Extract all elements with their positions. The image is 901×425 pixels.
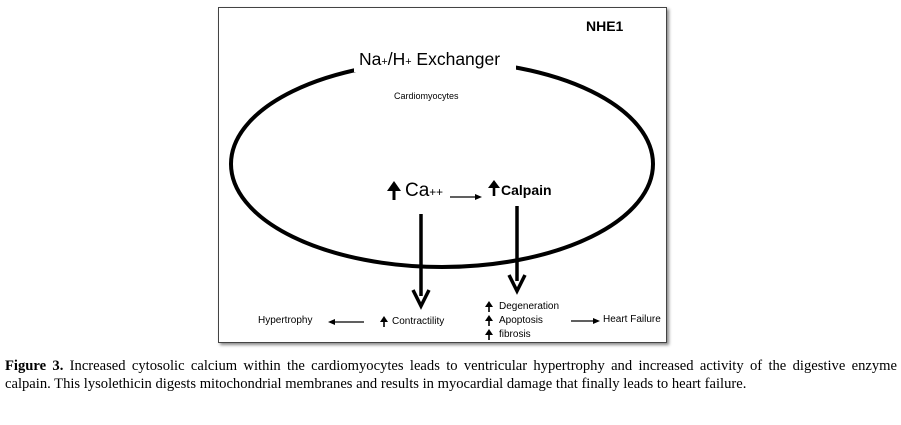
right-arrow-icon [450,194,482,200]
calpain-label: Calpain [501,182,552,198]
caption-label: Figure 3. [5,358,64,374]
nhe1-badge: NHE1 [586,18,624,34]
up-arrow-icon [387,181,401,200]
caption-text: Increased cytosolic calcium within the c… [5,358,897,392]
calcium-label: Ca++ [405,180,444,201]
heart-failure-label: Heart Failure [603,314,661,325]
down-arrow-icon [507,206,527,295]
up-arrow-icon [488,180,500,196]
exchanger-label-gap [354,48,516,72]
up-arrow-icon [485,301,493,312]
cardiomyocytes-label: Cardiomyocytes [394,91,459,101]
diagram-graphic [229,48,655,340]
contractility-label: Contractility [392,316,445,327]
up-arrow-icon [485,329,493,340]
right-arrow-icon [571,318,600,324]
up-arrow-icon [485,315,493,326]
apoptosis-label: Apoptosis [499,315,543,326]
up-arrow-icon [380,316,388,327]
left-arrow-icon [328,319,364,325]
hypertrophy-label: Hypertrophy [258,315,313,326]
degeneration-label: Degeneration [499,301,560,312]
figure-caption: Figure 3. Increased cytosolic calcium wi… [5,358,897,393]
down-arrow-icon [411,214,431,310]
exchanger-label: Na+/H+ Exchanger [359,49,501,69]
figure-panel: NHE1 Na+/H+ Exchanger Cardiomyocytes Ca+… [218,7,667,343]
fibrosis-label: fibrosis [499,329,531,340]
